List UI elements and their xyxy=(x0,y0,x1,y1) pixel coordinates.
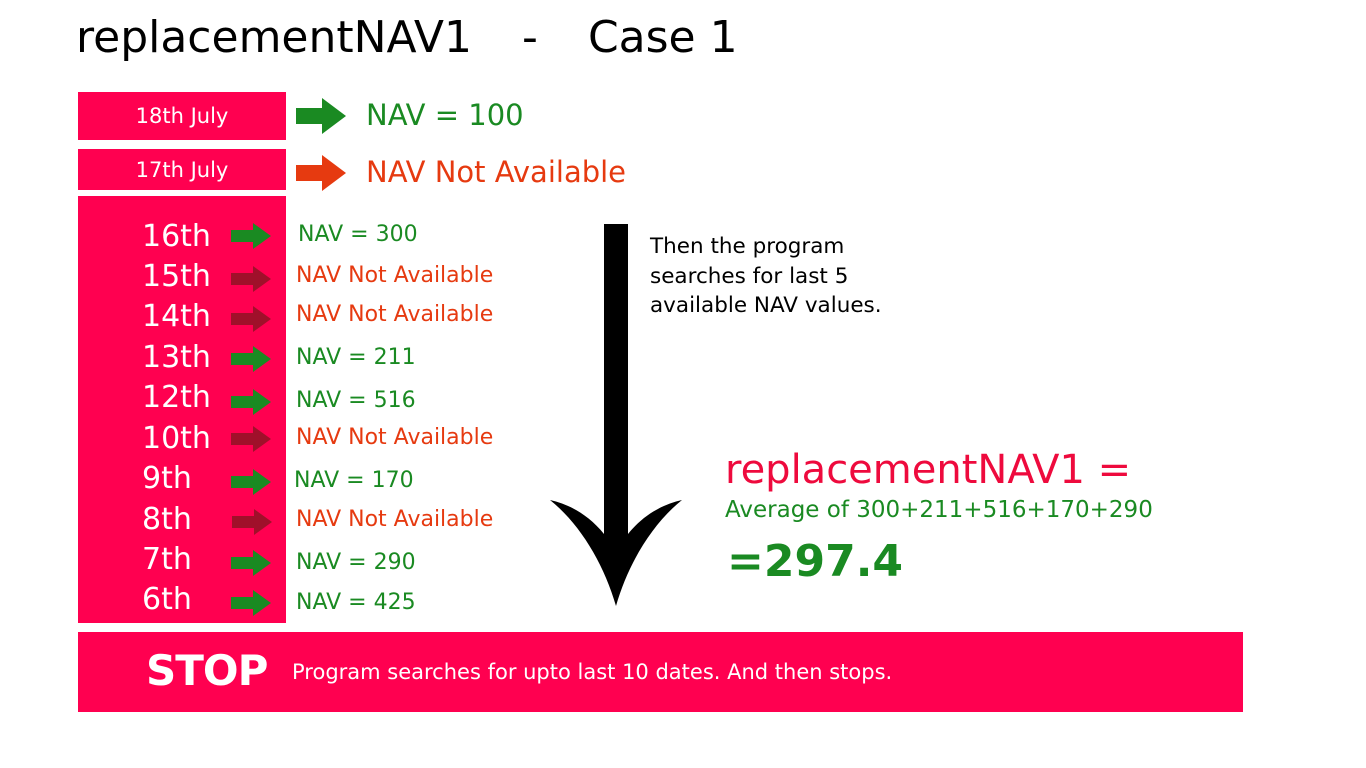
nav-value-18th-july: NAV = 100 xyxy=(366,98,524,132)
nav-value-13th: NAV = 211 xyxy=(296,345,416,370)
day-label-6th: 6th xyxy=(142,582,192,617)
nav-value-14th: NAV Not Available xyxy=(296,302,494,327)
right-arrow-icon xyxy=(231,223,271,249)
right-arrow-icon xyxy=(231,426,271,452)
day-label-8th: 8th xyxy=(142,502,192,537)
nav-value-8th: NAV Not Available xyxy=(296,507,494,532)
page-title: replacementNAV1-Case 1 xyxy=(76,12,738,63)
nav-value-6th: NAV = 425 xyxy=(296,590,416,615)
day-label-16th: 16th xyxy=(142,219,211,254)
stop-bar: STOP Program searches for upto last 10 d… xyxy=(78,632,1243,712)
day-label-9th: 9th xyxy=(142,461,192,496)
nav-value-12th: NAV = 516 xyxy=(296,388,416,413)
nav-value-10th: NAV Not Available xyxy=(296,425,494,450)
right-arrow-icon xyxy=(232,509,272,535)
day-label-12th: 12th xyxy=(142,380,211,415)
right-arrow-icon xyxy=(231,590,271,616)
right-arrow-icon xyxy=(231,550,271,576)
day-label-14th: 14th xyxy=(142,299,211,334)
right-arrow-icon xyxy=(231,469,271,495)
date-label: 18th July xyxy=(135,104,229,128)
right-arrow-icon xyxy=(296,155,346,191)
day-label-7th: 7th xyxy=(142,542,192,577)
right-arrow-icon xyxy=(231,306,271,332)
nav-value-16th: NAV = 300 xyxy=(298,222,418,247)
right-arrow-icon xyxy=(231,389,271,415)
day-label-13th: 13th xyxy=(142,340,211,375)
nav-value-15th: NAV Not Available xyxy=(296,263,494,288)
nav-value-9th: NAV = 170 xyxy=(294,468,414,493)
nav-value-17th-july: NAV Not Available xyxy=(366,155,627,189)
stop-message: Program searches for upto last 10 dates.… xyxy=(292,660,893,684)
right-arrow-icon xyxy=(296,98,346,134)
title-right: Case 1 xyxy=(587,12,738,63)
right-arrow-icon xyxy=(231,266,271,292)
date-box-17th-july: 17th July xyxy=(78,149,286,190)
title-left: replacementNAV1 xyxy=(76,12,472,63)
day-label-15th: 15th xyxy=(142,259,211,294)
title-separator: - xyxy=(521,12,538,63)
day-label-10th: 10th xyxy=(142,421,211,456)
search-note: Then the program searches for last 5 ava… xyxy=(650,234,882,318)
result-value: =297.4 xyxy=(727,536,904,587)
result-formula: Average of 300+211+516+170+290 xyxy=(725,497,1153,523)
date-box-18th-july: 18th July xyxy=(78,92,286,140)
nav-value-7th: NAV = 290 xyxy=(296,550,416,575)
down-arrow-icon xyxy=(550,224,682,606)
date-label: 17th July xyxy=(135,157,229,182)
stop-label: STOP xyxy=(146,646,268,695)
result-title: replacementNAV1 = xyxy=(725,447,1132,493)
right-arrow-icon xyxy=(231,346,271,372)
days-column xyxy=(78,196,286,623)
